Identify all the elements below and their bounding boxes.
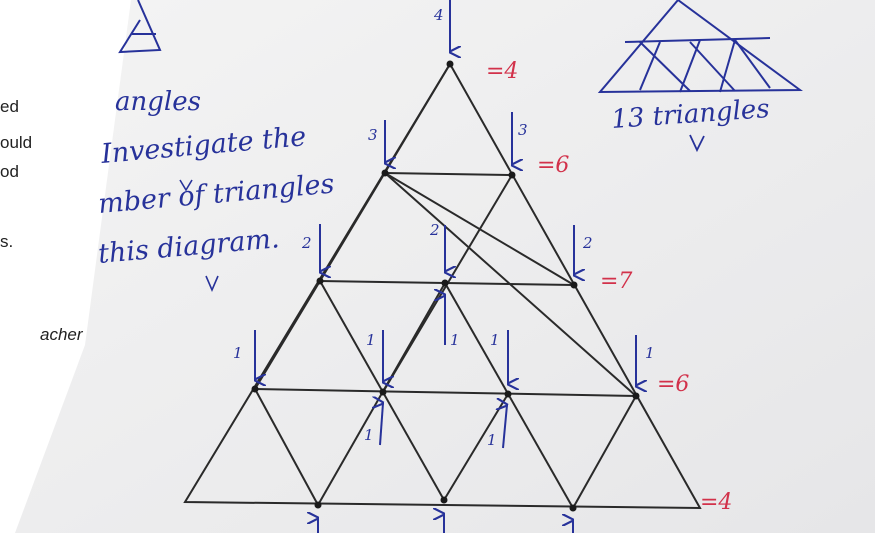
question-tick-mark-1 bbox=[179, 179, 193, 192]
arrow-label-top: 4 bbox=[433, 6, 444, 24]
count-arrows bbox=[255, 0, 636, 533]
text-fragment-2: ould bbox=[0, 133, 33, 152]
corner-triangle bbox=[118, 0, 162, 54]
text-fragment-4: s. bbox=[0, 232, 14, 251]
row-total-2: =6 bbox=[537, 153, 569, 178]
question-tick-mark-2 bbox=[205, 275, 219, 293]
arrow-label-row2-left: 3 bbox=[368, 126, 378, 144]
text-fragment-3: od bbox=[0, 162, 19, 181]
arrow-label-row3-inner-up: 1 bbox=[450, 331, 460, 349]
text-fragment-5: acher bbox=[40, 325, 83, 344]
row-total-1: =4 bbox=[486, 59, 518, 84]
arrow-label-row3-inner-down: 2 bbox=[429, 221, 440, 239]
arrow-label-row4-2: 1 bbox=[366, 331, 376, 349]
triangle-grid bbox=[183, 62, 702, 510]
arrow-label-row3-left: 2 bbox=[301, 234, 312, 252]
arrow-label-row4-3: 1 bbox=[490, 331, 500, 349]
note-angles: angles bbox=[115, 87, 201, 117]
article-text-fragment: ed ould od s. acher bbox=[0, 0, 90, 533]
arrow-label-row4-1: 1 bbox=[233, 344, 243, 362]
arrow-label-row4-4: 1 bbox=[645, 344, 655, 362]
row-total-4: =6 bbox=[657, 372, 689, 397]
arrow-label-row3-right: 2 bbox=[582, 234, 593, 252]
arrow-label-row2-right: 3 bbox=[518, 121, 528, 139]
row-total-3: =7 bbox=[600, 269, 632, 294]
arrow-label-row4-up-1: 1 bbox=[364, 426, 374, 444]
grid-vertices bbox=[251, 60, 640, 512]
text-fragment-1: ed bbox=[0, 97, 19, 116]
example-triangle bbox=[597, 0, 803, 94]
caption-underline-mark bbox=[689, 134, 705, 153]
arrow-label-row4-up-2: 1 bbox=[487, 431, 497, 449]
row-total-5: =4 bbox=[700, 490, 732, 515]
